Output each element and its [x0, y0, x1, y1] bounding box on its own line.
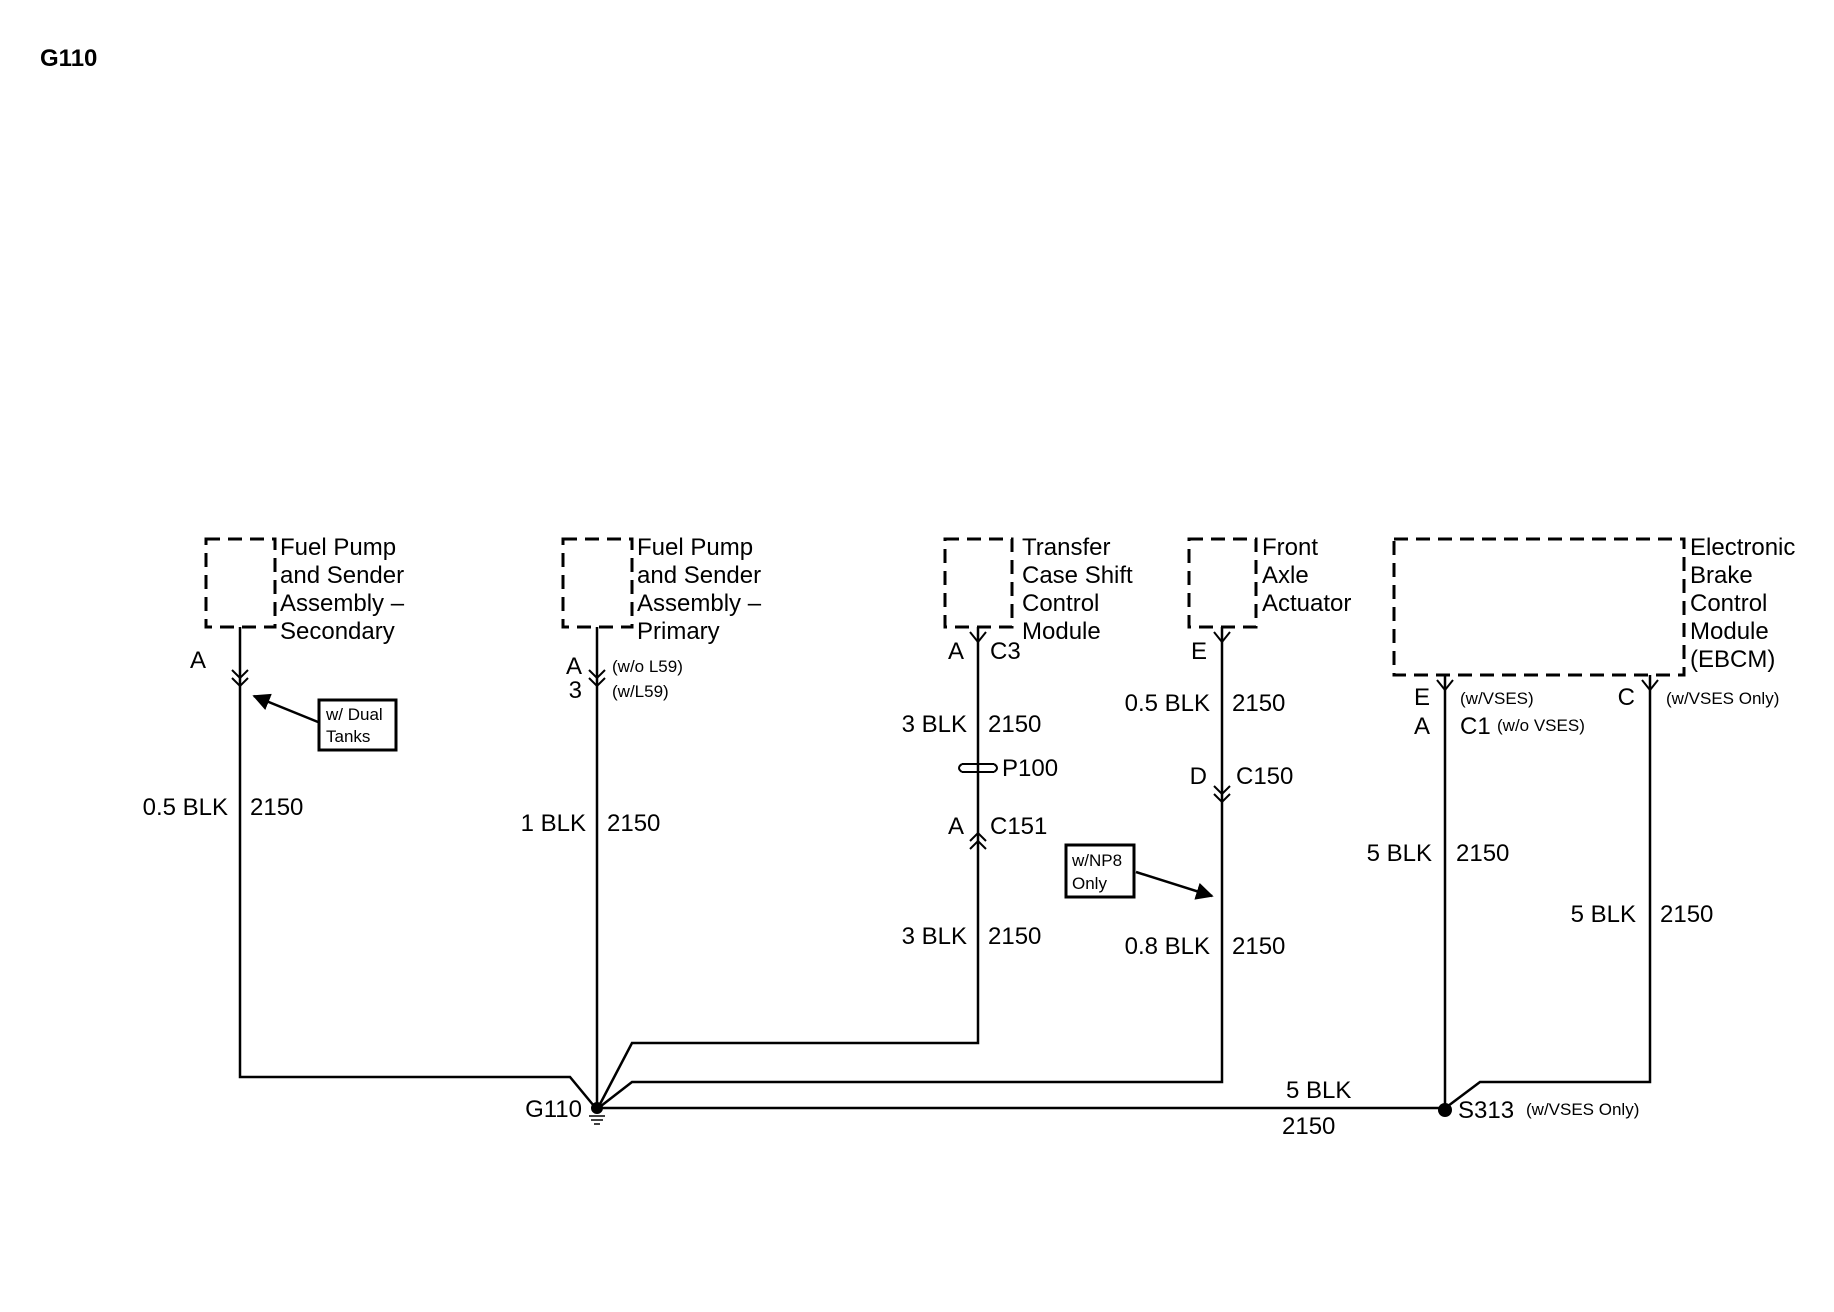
inline-connector-p100	[958, 763, 998, 773]
label-line: Control	[1690, 590, 1767, 617]
circuit-ground-bus: 2150	[1282, 1113, 1335, 1140]
circuit-transfer-upper: 2150	[988, 711, 1041, 738]
label-line: Axle	[1262, 562, 1309, 589]
wire-size-ebcm-left: 5 BLK	[1367, 840, 1432, 867]
ground-symbol	[589, 1102, 605, 1125]
label-line: Case Shift	[1022, 562, 1133, 589]
wire-size-axle-lower: 0.8 BLK	[1125, 933, 1210, 960]
wire-front-axle	[600, 627, 1224, 1107]
connector-c151: C151	[990, 813, 1047, 840]
wire-transfer-case	[597, 627, 980, 1107]
fuel-pump-secondary-label: Fuel Pump and Sender Assembly – Secondar…	[280, 534, 411, 645]
label-line: Electronic	[1690, 534, 1795, 561]
ground-g110-label: G110	[525, 1096, 582, 1123]
note-line: w/NP8	[1071, 851, 1122, 870]
arrow-dual-tanks	[252, 693, 319, 724]
pin-secondary-a: A	[190, 647, 206, 674]
circuit-axle-lower: 2150	[1232, 933, 1285, 960]
circuit-transfer-lower: 2150	[988, 923, 1041, 950]
wire-size-primary: 1 BLK	[521, 810, 586, 837]
connector-symbol-ebcm-c	[1641, 679, 1659, 692]
circuit-primary: 2150	[607, 810, 660, 837]
note-ebcm-w-vses: (w/VSES)	[1460, 689, 1534, 708]
pin-ebcm-a: A	[1414, 713, 1430, 740]
wire-size-ebcm-right: 5 BLK	[1571, 901, 1636, 928]
note-ebcm-c-w-vses-only: (w/VSES Only)	[1666, 689, 1779, 708]
label-line: Secondary	[280, 618, 395, 645]
label-line: Control	[1022, 590, 1099, 617]
label-line: Module	[1022, 618, 1101, 645]
fuel-pump-secondary-box	[204, 537, 277, 629]
connector-symbol-axle-e	[1213, 631, 1231, 644]
ebcm-label: Electronic Brake Control Module (EBCM)	[1690, 534, 1802, 673]
note-line: Only	[1072, 874, 1107, 893]
label-line: (EBCM)	[1690, 646, 1775, 673]
fuel-pump-primary-box	[561, 537, 634, 629]
wire-secondary	[238, 627, 595, 1107]
note-box-dual-tanks	[317, 698, 398, 752]
connector-c1: C1	[1460, 713, 1491, 740]
note-dual-tanks: w/ Dual Tanks	[325, 705, 387, 746]
inline-p100-label: P100	[1002, 755, 1058, 782]
pin-axle-e: E	[1191, 638, 1207, 665]
transfer-case-module-label: Transfer Case Shift Control Module	[1022, 534, 1139, 645]
connector-symbol-c151	[969, 831, 987, 850]
label-line: Transfer	[1022, 534, 1110, 561]
label-line: and Sender	[637, 562, 761, 589]
circuit-ebcm-right: 2150	[1660, 901, 1713, 928]
pin-ebcm-e: E	[1414, 684, 1430, 711]
wire-size-axle-upper: 0.5 BLK	[1125, 690, 1210, 717]
note-ebcm-wo-vses: (w/o VSES)	[1497, 716, 1585, 735]
label-line: Brake	[1690, 562, 1753, 589]
circuit-secondary: 2150	[250, 794, 303, 821]
wire-size-transfer-lower: 3 BLK	[902, 923, 967, 950]
note-primary-wo-l59: (w/o L59)	[612, 657, 683, 676]
pin-c150-d: D	[1190, 763, 1207, 790]
ebcm-box	[1392, 537, 1686, 677]
label-line: Front	[1262, 534, 1318, 561]
transfer-case-module-box	[943, 537, 1014, 629]
circuit-axle-upper: 2150	[1232, 690, 1285, 717]
pin-primary-3: 3	[569, 677, 582, 704]
connector-symbol-c150	[1213, 785, 1231, 804]
label-line: and Sender	[280, 562, 404, 589]
wire-size-transfer-upper: 3 BLK	[902, 711, 967, 738]
note-line: w/ Dual	[325, 705, 383, 724]
splice-s313-note: (w/VSES Only)	[1526, 1100, 1639, 1119]
wire-size-ground-bus: 5 BLK	[1286, 1077, 1351, 1104]
connector-symbol-secondary	[231, 669, 249, 688]
pin-ebcm-c: C	[1618, 684, 1635, 711]
fuel-pump-primary-label: Fuel Pump and Sender Assembly – Primary	[637, 534, 768, 645]
wire-ebcm-right	[1447, 675, 1652, 1107]
splice-s313-label: S313	[1458, 1097, 1514, 1124]
label-line: Module	[1690, 618, 1769, 645]
page-title: G110	[40, 45, 97, 72]
label-line: Fuel Pump	[637, 534, 753, 561]
label-line: Assembly –	[280, 590, 405, 617]
note-primary-w-l59: (w/L59)	[612, 682, 669, 701]
label-line: Primary	[637, 618, 720, 645]
pin-c151-a: A	[948, 813, 964, 840]
front-axle-actuator-label: Front Axle Actuator	[1262, 534, 1351, 617]
label-line: Assembly –	[637, 590, 762, 617]
pin-primary-a: A	[566, 653, 582, 680]
arrow-np8	[1135, 870, 1214, 900]
note-line: Tanks	[326, 727, 370, 746]
connector-symbol-ebcm-c1	[1436, 679, 1454, 692]
label-line: Fuel Pump	[280, 534, 396, 561]
wire-size-secondary: 0.5 BLK	[143, 794, 228, 821]
connector-c3: C3	[990, 638, 1021, 665]
note-np8: w/NP8 Only	[1071, 851, 1127, 893]
pin-transfer-a: A	[948, 638, 964, 665]
circuit-ebcm-left: 2150	[1456, 840, 1509, 867]
note-box-np8	[1064, 843, 1136, 899]
connector-symbol-primary	[588, 669, 606, 688]
label-line: Actuator	[1262, 590, 1351, 617]
splice-dot	[1438, 1103, 1452, 1117]
connector-symbol-c3	[969, 631, 987, 644]
connector-c150: C150	[1236, 763, 1293, 790]
front-axle-actuator-box	[1187, 537, 1258, 629]
